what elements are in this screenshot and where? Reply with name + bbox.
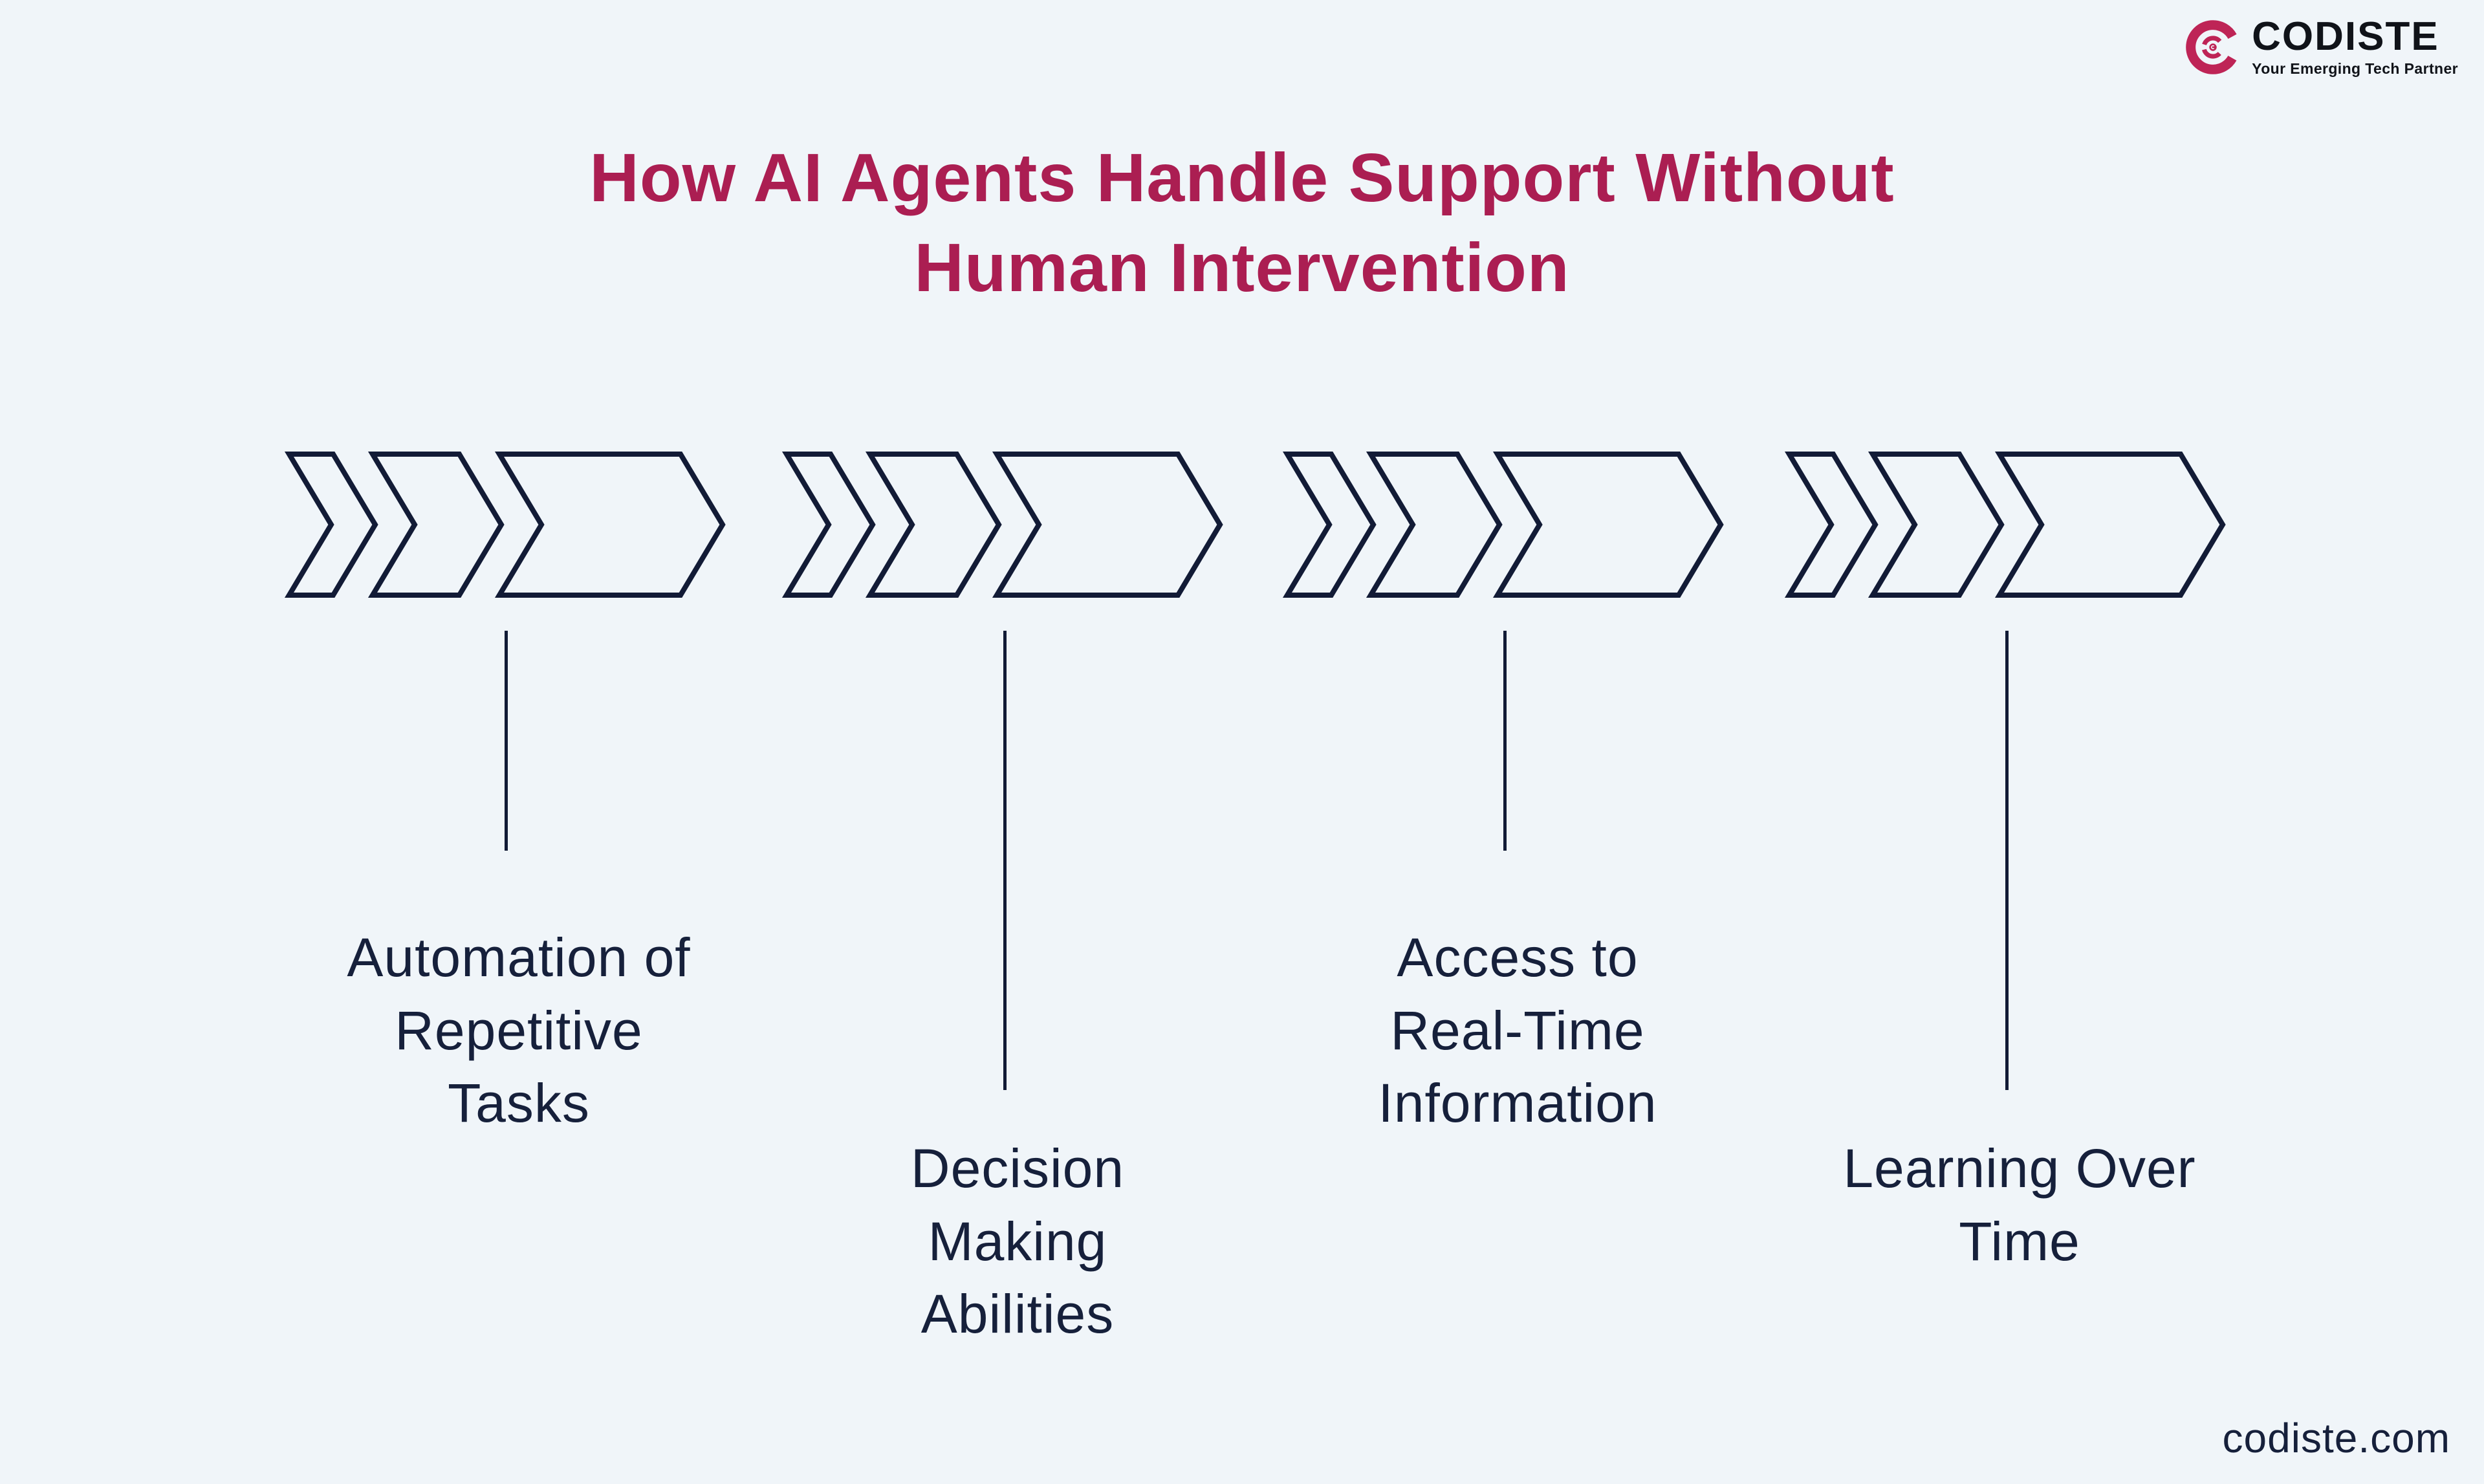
chevron-small-icon: [781, 452, 876, 598]
logo-text-block: CODISTE Your Emerging Tech Partner: [2252, 17, 2458, 78]
step-label-realtime: Access to Real-Time Information: [1378, 927, 1657, 1134]
codiste-logo-mark-icon: [2186, 20, 2240, 74]
chevron-small-icon: [1282, 452, 1377, 598]
page-title: How AI Agents Handle Support Without Hum…: [589, 140, 1895, 306]
chevron-large-icon: [1492, 452, 1724, 598]
footer-website: codiste.com: [2222, 1415, 2450, 1461]
chevron-large-icon: [494, 452, 726, 598]
chevron-medium-icon: [865, 452, 1002, 598]
step-label-automation: Automation of Repetitive Tasks: [347, 927, 691, 1134]
logo-tagline: Your Emerging Tech Partner: [2252, 60, 2458, 77]
connector-line: [2005, 631, 2009, 1090]
connector-line: [505, 631, 508, 851]
triple-chevron-icon: [1784, 452, 2226, 598]
connector-line: [1003, 631, 1007, 1090]
chevron-small-icon: [284, 452, 378, 598]
chevron-small-icon: [1784, 452, 1879, 598]
chevron-medium-icon: [367, 452, 505, 598]
step-label-learning: Learning Over Time: [1843, 1138, 2196, 1272]
chevron-large-icon: [992, 452, 1223, 598]
chevron-medium-icon: [1366, 452, 1503, 598]
triple-chevron-icon: [1282, 452, 1724, 598]
step-label-decision: Decision Making Abilities: [910, 1138, 1125, 1345]
chevron-large-icon: [1994, 452, 2226, 598]
chevron-medium-icon: [1868, 452, 2005, 598]
triple-chevron-icon: [284, 452, 726, 598]
logo-brand-name: CODISTE: [2252, 14, 2439, 59]
codiste-logo: CODISTE Your Emerging Tech Partner: [2184, 17, 2458, 78]
triple-chevron-icon: [781, 452, 1223, 598]
connector-line: [1503, 631, 1507, 851]
